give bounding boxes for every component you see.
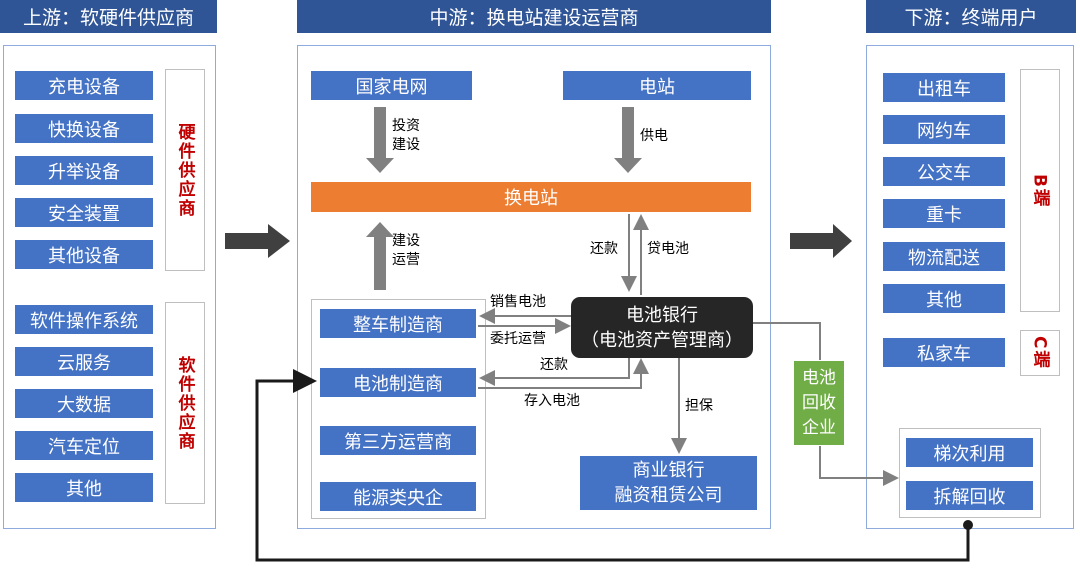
recycle-line [753,322,821,360]
maker-item: 第三方运营商 [319,425,477,456]
software-label: 软件供应商 [174,355,195,451]
deposit-label: 存入电池 [524,393,580,409]
b-user-item: 重卡 [882,198,1006,229]
hardware-item: 充电设备 [14,70,154,101]
repay2-label: 还款 [540,357,568,373]
bank-subtitle: （电池资产管理商） [581,329,743,351]
reuse-group [899,428,1041,518]
software-item: 汽车定位 [14,430,154,461]
deposit-arrow [478,358,649,389]
midstream-header: 中游：换电站建设运营商 [297,0,771,33]
b-user-item: 网约车 [882,114,1006,145]
maker-item: 能源类央企 [319,481,477,512]
c-bracket: C端 [1020,330,1060,376]
repay2-arrow [479,358,630,386]
state-grid-box: 国家电网 [310,70,473,101]
bank-title: 电池银行 [626,304,698,326]
maker-item: 整车制造商 [319,308,477,339]
hardware-bracket: 硬件供应商 [165,69,205,271]
battery-bank-box: 电池银行 （电池资产管理商） [571,297,753,358]
c-label: C端 [1029,336,1050,370]
reuse-item: 拆解回收 [905,480,1034,511]
b-user-item: 公交车 [882,156,1006,187]
upstream-panel [3,45,216,529]
invest-label: 投资建设 [392,118,420,153]
hardware-item: 快换设备 [14,113,154,144]
hardware-item: 其他设备 [14,239,154,270]
finance-line1: 商业银行 [632,460,705,481]
b-user-item: 其他 [882,283,1006,314]
supply-down-arrow [614,107,642,173]
recycle-to-reuse-arrow [819,446,899,486]
upstream-header: 上游：软硬件供应商 [0,0,217,33]
build-up-arrow [366,222,394,290]
supply-label: 供电 [640,128,668,144]
recycle-company-box: 电池 回收 企业 [793,360,845,446]
sell-battery-label: 销售电池 [490,294,546,310]
swap-station-box: 换电站 [310,181,752,213]
power-station-box: 电站 [562,70,752,101]
hardware-item: 安全装置 [14,197,154,228]
recycle-line1: 电池 [802,367,836,388]
entrust-label: 委托运营 [490,331,546,347]
maker-item: 电池制造商 [319,367,477,398]
b-bracket: B端 [1020,69,1060,312]
invest-down-arrow [366,107,394,173]
b-user-item: 出租车 [882,72,1006,103]
downstream-header: 下游：终端用户 [866,0,1076,33]
repay-label: 还款 [590,241,618,257]
c-user-item: 私家车 [882,337,1006,368]
loop-start-dot [963,520,973,530]
loan-battery-label: 贷电池 [647,241,689,257]
flow-arrow-right-1 [225,224,290,258]
hardware-item: 升举设备 [14,155,154,186]
reuse-item: 梯次利用 [905,437,1034,468]
guarantee-label: 担保 [685,398,713,414]
software-item: 大数据 [14,388,154,419]
finance-box: 商业银行 融资租赁公司 [579,455,758,511]
software-item: 其他 [14,472,154,503]
recycle-line3: 企业 [802,417,836,438]
software-item: 云服务 [14,346,154,377]
build-operate-label: 建设运营 [392,233,420,268]
software-bracket: 软件供应商 [165,302,205,504]
finance-line2: 融资租赁公司 [614,485,723,506]
recycle-line2: 回收 [802,392,836,413]
b-label: B端 [1029,173,1050,208]
midstream-panel [297,45,771,529]
feedback-loop-arrow [255,369,970,562]
b-user-item: 物流配送 [882,241,1006,272]
flow-arrow-right-2 [790,224,852,258]
hardware-label: 硬件供应商 [174,122,195,218]
software-item: 软件操作系统 [14,304,154,335]
makers-group [311,299,486,519]
